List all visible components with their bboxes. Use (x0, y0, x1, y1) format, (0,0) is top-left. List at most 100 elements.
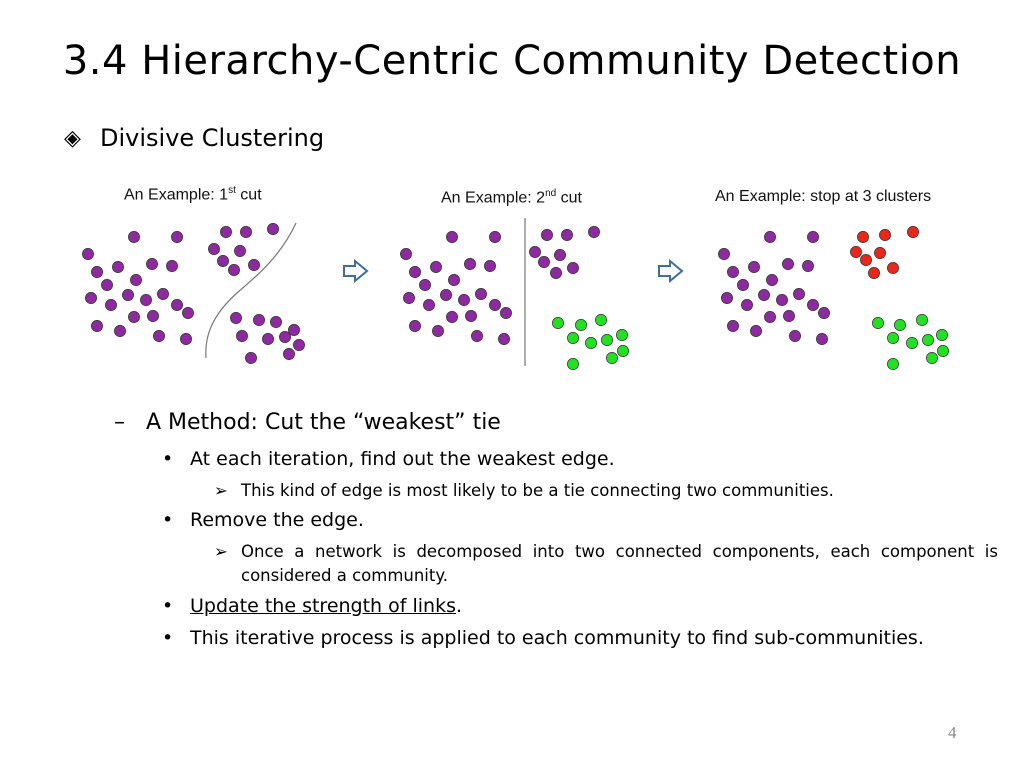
node (230, 312, 242, 324)
list-item: •This iterative process is applied to ea… (162, 627, 924, 649)
node (727, 320, 739, 332)
node (248, 259, 260, 271)
node (937, 345, 949, 357)
section-heading-text: Divisive Clustering (100, 124, 325, 152)
diamond-bullet-icon: ◈ (64, 125, 81, 151)
node (764, 311, 776, 323)
panel-1-label: An Example: 1st cut (124, 185, 262, 204)
sub-list-item: ➢ This kind of edge is most likely to be… (214, 479, 998, 503)
node (180, 333, 192, 345)
node (245, 352, 257, 364)
node (217, 255, 229, 267)
node (267, 223, 279, 235)
node (766, 274, 778, 286)
node (464, 258, 476, 270)
node (446, 231, 458, 243)
node (409, 266, 421, 278)
node (802, 260, 814, 272)
node (458, 294, 470, 306)
panel-2-label: An Example: 2nd cut (441, 188, 582, 207)
node (489, 299, 501, 311)
node (91, 266, 103, 278)
node (601, 334, 613, 346)
node (793, 288, 805, 300)
node (741, 299, 753, 311)
node (208, 243, 220, 255)
node (220, 226, 232, 238)
node (552, 317, 564, 329)
node (575, 319, 587, 331)
node (789, 330, 801, 342)
node (475, 288, 487, 300)
node (916, 314, 928, 326)
node (776, 294, 788, 306)
node (293, 339, 305, 351)
node (816, 333, 828, 345)
node (857, 231, 869, 243)
node (782, 258, 794, 270)
sub-list-item: ➢ Once a network is decomposed into two … (214, 542, 998, 585)
node (906, 337, 918, 349)
node (182, 307, 194, 319)
node (922, 334, 934, 346)
node (500, 307, 512, 319)
node (283, 348, 295, 360)
node (758, 289, 770, 301)
node (253, 314, 265, 326)
list-item: •At each iteration, find out the weakest… (162, 448, 615, 470)
node (128, 311, 140, 323)
node (423, 299, 435, 311)
node (868, 267, 880, 279)
node (440, 289, 452, 301)
node (279, 331, 291, 343)
node (288, 324, 300, 336)
slide-title: 3.4 Hierarchy-Centric Community Detectio… (62, 38, 962, 84)
node (807, 299, 819, 311)
node (617, 345, 629, 357)
node (750, 325, 762, 337)
node (550, 267, 562, 279)
list-item: •Remove the edge. (162, 509, 364, 531)
node (140, 294, 152, 306)
node (764, 231, 776, 243)
node (887, 332, 899, 344)
node (122, 289, 134, 301)
node (850, 246, 862, 258)
panel-2-nodes (400, 226, 629, 370)
node (538, 256, 550, 268)
node (446, 311, 458, 323)
list-item: •Update the strength of links. (162, 595, 463, 617)
node (498, 333, 510, 345)
node (807, 231, 819, 243)
node (419, 279, 431, 291)
node (228, 264, 240, 276)
node (409, 320, 421, 332)
node (147, 310, 159, 322)
node (567, 332, 579, 344)
method-text: A Method: Cut the “weakest” tie (146, 410, 501, 435)
node (448, 274, 460, 286)
node (234, 245, 246, 257)
node (818, 307, 830, 319)
arrow-bullet-icon: ➢ (214, 542, 228, 561)
node (721, 292, 733, 304)
node (166, 260, 178, 272)
node (240, 226, 252, 238)
node (484, 260, 496, 272)
node (727, 266, 739, 278)
node (403, 292, 415, 304)
panel-3-nodes (718, 226, 949, 370)
arrow-right-icon (343, 258, 369, 284)
node (130, 274, 142, 286)
node (171, 299, 183, 311)
node (887, 262, 899, 274)
panel-1-nodes (82, 223, 305, 364)
node (430, 261, 442, 273)
cut-line-1 (205, 222, 297, 359)
node (432, 325, 444, 337)
section-heading: ◈ Divisive Clustering (64, 124, 324, 152)
node (874, 247, 886, 259)
node (595, 314, 607, 326)
node (783, 310, 795, 322)
